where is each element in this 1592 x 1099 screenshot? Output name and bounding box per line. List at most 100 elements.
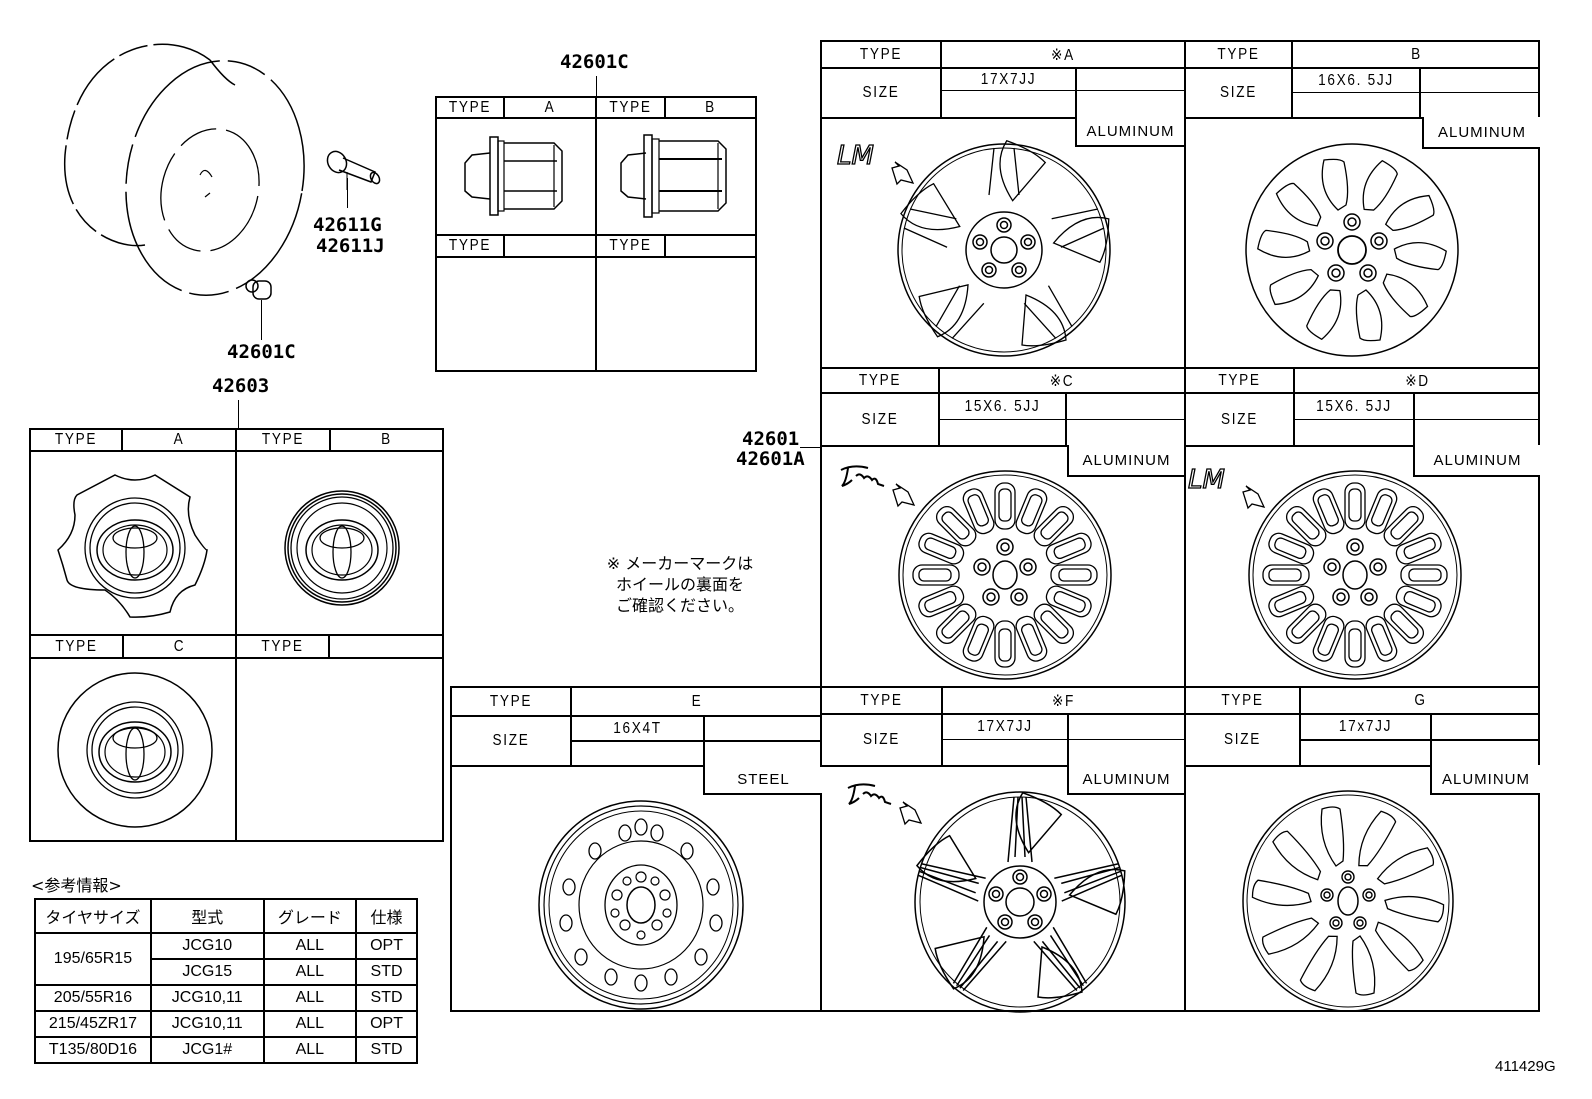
hub-cap-type-value-d — [338, 636, 433, 657]
ref-grade: ALL — [262, 932, 358, 960]
ref-row: JCG15 ALL STD — [35, 958, 418, 986]
wheel-a-material: ALUMINUM — [1075, 117, 1184, 147]
lug-nut-a-illustration — [464, 136, 563, 216]
ref-spec: OPT — [355, 1010, 418, 1038]
lug-nut-type-value-c — [512, 236, 589, 256]
wheel-c-type-label: TYPE — [858, 371, 902, 389]
ref-row: T135/80D16 JCG1# ALL STD — [34, 1036, 418, 1064]
reference-title: <参考情報> — [31, 876, 122, 895]
wheel-b-type-value: B — [1411, 45, 1422, 63]
wheel-table — [820, 40, 1540, 1012]
lug-nut-type-value-a: A — [544, 98, 556, 116]
ref-spec: STD — [355, 958, 418, 986]
wheel-g-illustration — [1242, 790, 1454, 1012]
wheel-g-type-label: TYPE — [1221, 691, 1264, 709]
wheel-d-material: ALUMINUM — [1413, 445, 1540, 477]
maker-mark-script-icon-c — [840, 465, 916, 508]
ref-row: 195/65R15 JCG10 ALL OPT — [34, 932, 418, 986]
lug-nut-leader-line — [261, 300, 262, 340]
ref-tire-size: T135/80D16 — [34, 1036, 152, 1064]
wheel-g-size-value: 17x7JJ — [1338, 718, 1393, 735]
wheel-b-size-label: SIZE — [1219, 84, 1258, 101]
hub-cap-type-label-a: TYPE — [54, 431, 98, 448]
hub-cap-type-value-c: C — [173, 637, 186, 655]
ref-tire-size: 195/65R15 — [34, 932, 152, 986]
wheel-e-table — [450, 686, 822, 1012]
wheel-b-material: ALUMINUM — [1422, 117, 1540, 149]
lug-nut-type-value-b: B — [705, 98, 716, 116]
wheel-e-size-value: 16X4T — [613, 719, 662, 737]
valve-leader-line — [347, 178, 348, 208]
wheel-g-type-value: G — [1414, 691, 1427, 709]
wheel-c-material: ALUMINUM — [1067, 445, 1184, 477]
hub-cap-b-illustration — [284, 490, 400, 606]
maker-mark-script-icon-f — [847, 783, 923, 826]
wheel-a-size-label: SIZE — [862, 84, 900, 101]
lug-nut-type-value-d — [673, 236, 749, 256]
ref-grade: ALL — [262, 958, 358, 986]
ref-model: JCG15 — [149, 958, 265, 986]
wheel-e-illustration — [538, 800, 744, 1010]
wheel-a-illustration — [897, 139, 1111, 357]
note-line-2: ホイールの裏面を — [615, 575, 744, 594]
note-line-1: ※ メーカーマークは — [606, 554, 754, 573]
wheel-f-size-label: SIZE — [862, 731, 901, 748]
wheel-d-size-value: 15X6. 5JJ — [1316, 397, 1392, 415]
wheel-g-size-label: SIZE — [1223, 731, 1262, 748]
wheel-e-size-label: SIZE — [492, 732, 530, 749]
ref-header-tire-size: タイヤサイズ — [34, 898, 152, 934]
reference-table: タイヤサイズ 型式 グレード 仕様 195/65R15 JCG10 ALL OP… — [34, 898, 418, 1064]
wheel-leader-line — [800, 447, 820, 448]
ref-tire-size: 205/55R16 — [34, 984, 152, 1012]
lug-nut-type-label-a: TYPE — [448, 98, 492, 116]
wheel-a-type-value: ※A — [1051, 46, 1075, 64]
hub-cap-type-label-c: TYPE — [55, 637, 98, 655]
ref-tire-size: 215/45ZR17 — [34, 1010, 152, 1038]
wheel-f-type-label: TYPE — [860, 691, 903, 709]
part-number-wheel-1: 42601 — [742, 428, 800, 450]
ref-spec: STD — [355, 984, 418, 1012]
svg-text:LM: LM — [837, 141, 874, 171]
ref-model: JCG10,11 — [149, 1010, 265, 1038]
hub-cap-leader-line — [238, 400, 239, 428]
wheel-f-type-value: ※F — [1051, 692, 1076, 710]
maker-mark-lm-icon-d: LM — [1187, 464, 1266, 510]
wheel-c-size-label: SIZE — [861, 410, 899, 428]
lug-nut-type-label-d: TYPE — [609, 237, 652, 254]
wheel-b-size-value: 16X6. 5JJ — [1318, 71, 1394, 89]
wheel-a-size-value: 17X7JJ — [980, 71, 1037, 88]
ref-header-grade: グレード — [262, 898, 358, 934]
note-line-3: ご確認ください。 — [615, 596, 744, 615]
ref-spec: OPT — [355, 932, 418, 960]
part-number-lug-nut-top: 42601C — [560, 51, 629, 73]
wheel-f-illustration — [914, 791, 1126, 1013]
ref-model: JCG1# — [149, 1036, 265, 1064]
wheel-c-illustration — [898, 470, 1112, 680]
wheel-e-type-value: E — [691, 692, 703, 710]
lug-nut-type-label-b: TYPE — [609, 98, 652, 116]
wheel-d-illustration — [1248, 470, 1462, 680]
wheel-c-size-value: 15X6. 5JJ — [964, 397, 1041, 415]
ref-row: 205/55R16 JCG10,11 ALL STD — [34, 984, 418, 1012]
ref-model: JCG10,11 — [149, 984, 265, 1012]
ref-grade: ALL — [262, 984, 358, 1012]
wheel-f-size-value: 17X7JJ — [977, 718, 1033, 735]
wheel-b-illustration — [1245, 143, 1459, 357]
ref-grade: ALL — [262, 1036, 358, 1064]
ref-spec: STD — [355, 1036, 418, 1064]
wheel-g-material: ALUMINUM — [1430, 765, 1540, 795]
wheel-d-type-label: TYPE — [1218, 371, 1261, 389]
lug-nut-small-illustration — [245, 279, 272, 300]
maker-mark-lm-icon-a: LM — [836, 140, 915, 186]
part-number-lug-nut-left: 42601C — [227, 341, 296, 363]
lug-nut-type-label-c: TYPE — [448, 237, 492, 254]
wheel-a-type-label: TYPE — [859, 45, 903, 63]
hub-cap-type-value-a: A — [173, 431, 185, 448]
ref-model: JCG10 — [149, 932, 265, 960]
valve-stem-illustration — [326, 150, 381, 190]
wheel-c-type-value: ※C — [1049, 372, 1075, 390]
hub-cap-a-illustration — [57, 474, 208, 618]
hub-cap-type-value-b: B — [381, 431, 392, 448]
ref-row: 215/45ZR17 JCG10,11 ALL OPT — [34, 1010, 418, 1038]
hub-cap-type-label-d: TYPE — [261, 637, 304, 655]
